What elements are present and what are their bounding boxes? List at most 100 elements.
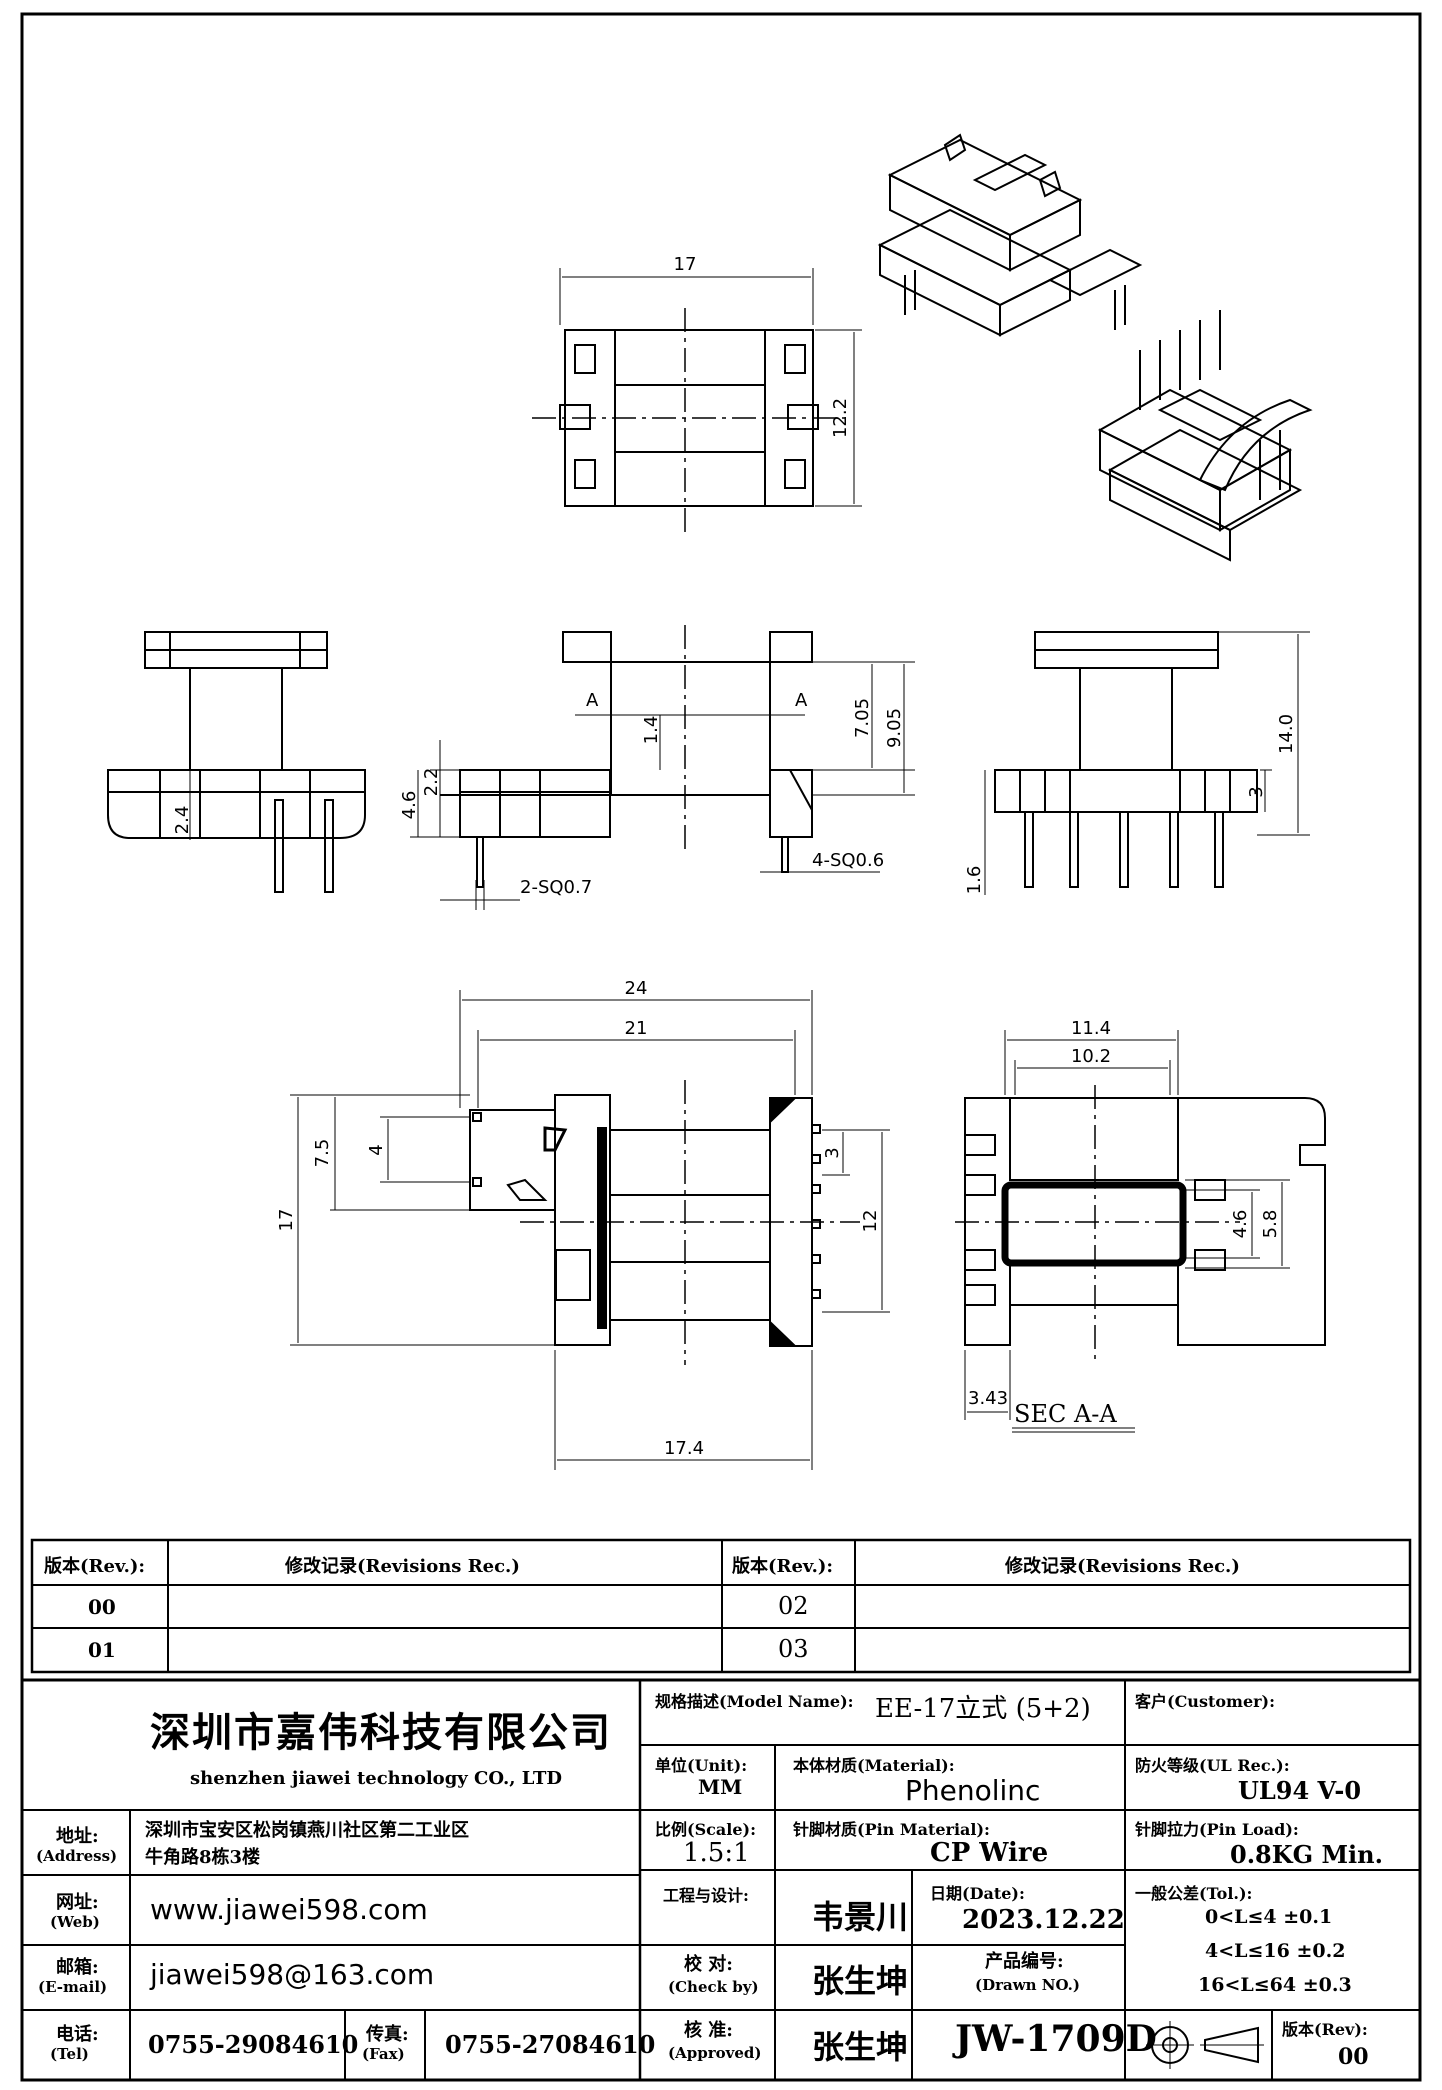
tolerance-line-3: 16<L≤64 ±0.3 — [1198, 1974, 1352, 1996]
rev-row-0-left: 00 — [88, 1595, 116, 1619]
scale-value: 1.5:1 — [683, 1838, 750, 1868]
address-line-1: 深圳市宝安区松岗镇燕川社区第二工业区 — [145, 1820, 469, 1841]
date-value: 2023.12.22 — [962, 1905, 1125, 1935]
tel-label-en: (Tel) — [50, 2045, 89, 2063]
ul-label: 防火等级(UL Rec.): — [1135, 1756, 1290, 1775]
design-label: 工程与设计: — [663, 1886, 749, 1905]
dim-3-43: 3.43 — [968, 1388, 1008, 1409]
fax-label: 传真: — [366, 2024, 409, 2045]
model-name: EE-17立式 (5+2) — [875, 1694, 1091, 1724]
address-label-en: (Address) — [36, 1847, 118, 1865]
rev-row-1-right: 03 — [778, 1635, 809, 1663]
dim-2-2: 2.2 — [421, 768, 442, 797]
email-address[interactable]: jiawei598@163.com — [150, 1958, 435, 1991]
material-value: Phenolinc — [905, 1774, 1041, 1807]
pin-load-value: 0.8KG Min. — [1230, 1840, 1383, 1869]
dim-5-8: 5.8 — [1260, 1210, 1281, 1239]
material-label: 本体材质(Material): — [793, 1756, 955, 1775]
section-a-a-label: SEC A-A — [1014, 1400, 1117, 1428]
front-view-middle — [410, 625, 915, 910]
rev-value: 00 — [1338, 2044, 1369, 2070]
dim-3: 3 — [1246, 786, 1267, 797]
dim-top-width: 17 — [674, 254, 697, 275]
rev-header-right: 版本(Rev.): — [732, 1556, 834, 1577]
dim-1-6: 1.6 — [964, 866, 985, 895]
ul-value: UL94 V-0 — [1238, 1776, 1362, 1805]
rec-header-left: 修改记录(Revisions Rec.) — [285, 1556, 520, 1577]
front-view-right — [984, 631, 1310, 895]
approved-label: 核 准: — [684, 2020, 733, 2041]
rec-header-right: 修改记录(Revisions Rec.) — [1005, 1556, 1240, 1577]
pin-load-label: 针脚拉力(Pin Load): — [1135, 1820, 1299, 1839]
dim-12: 12 — [860, 1210, 881, 1233]
dim-24: 24 — [625, 978, 648, 999]
front-view-left — [107, 631, 366, 893]
web-url[interactable]: www.jiawei598.com — [150, 1893, 428, 1926]
revision-table — [30, 1538, 1412, 1674]
dim-21: 21 — [625, 1018, 648, 1039]
unit-label: 单位(Unit): — [655, 1756, 748, 1775]
rev-header-left: 版本(Rev.): — [44, 1556, 146, 1577]
rev-label: 版本(Rev): — [1282, 2020, 1368, 2039]
dim-17-vertical: 17 — [276, 1209, 297, 1232]
dim-4-6-sec: 4.6 — [1230, 1210, 1251, 1239]
section-mark-left: A — [586, 690, 599, 711]
tel-number: 0755-29084610 — [148, 2030, 359, 2059]
dim-pin-left: 2.4 — [172, 806, 193, 835]
company-name-cn: 深圳市嘉伟科技有限公司 — [150, 1709, 612, 1756]
pin-material-label: 针脚材质(Pin Material): — [793, 1820, 990, 1839]
address-line-2: 牛角路8栋3楼 — [145, 1847, 261, 1868]
email-label: 邮箱: — [56, 1957, 99, 1978]
pin-material-value: CP Wire — [930, 1838, 1049, 1868]
rev-row-1-left: 01 — [88, 1638, 116, 1662]
tel-label: 电话: — [56, 2024, 99, 2045]
unit-value: MM — [698, 1775, 743, 1799]
note-4-sq06: 4-SQ0.6 — [812, 850, 884, 871]
company-name-en: shenzhen jiawei technology CO., LTD — [190, 1768, 562, 1789]
dim-11-4: 11.4 — [1071, 1018, 1111, 1039]
tolerance-line-2: 4<L≤16 ±0.2 — [1205, 1940, 1346, 1962]
approver-name: 张生坤 — [812, 2028, 909, 2066]
isometric-view-lower — [1097, 310, 1313, 562]
web-label-en: (Web) — [50, 1913, 100, 1931]
dim-4-vertical: 4 — [366, 1144, 387, 1155]
dim-9-05: 9.05 — [884, 708, 905, 748]
tolerance-label: 一般公差(Tol.): — [1135, 1884, 1253, 1903]
top-view — [532, 268, 862, 538]
drawn-no-label-en: (Drawn NO.) — [975, 1976, 1080, 1994]
dim-7-5: 7.5 — [312, 1139, 333, 1168]
drawn-no-label: 产品编号: — [985, 1951, 1064, 1972]
customer-label: 客户(Customer): — [1135, 1692, 1276, 1711]
rev-row-0-right: 02 — [778, 1592, 809, 1620]
designer-name: 韦景川 — [812, 1898, 909, 1936]
isometric-view-upper — [877, 133, 1143, 337]
model-label: 规格描述(Model Name): — [655, 1692, 854, 1711]
dim-14-0: 14.0 — [1276, 714, 1297, 754]
checker-name: 张生坤 — [812, 1962, 909, 2000]
check-label-en: (Check by) — [668, 1978, 759, 1996]
date-label: 日期(Date): — [930, 1884, 1025, 1903]
check-label: 校 对: — [684, 1954, 733, 1975]
scale-label: 比例(Scale): — [655, 1820, 756, 1839]
address-label: 地址: — [56, 1826, 99, 1847]
approved-label-en: (Approved) — [668, 2044, 762, 2062]
web-label: 网址: — [56, 1892, 99, 1913]
dim-10-2: 10.2 — [1071, 1046, 1111, 1067]
fax-label-en: (Fax) — [362, 2045, 405, 2063]
section-a-a-view — [955, 1030, 1326, 1433]
title-block-grid — [20, 1678, 1422, 2082]
dim-3-vertical: 3 — [822, 1147, 843, 1158]
dim-top-height: 12.2 — [830, 398, 851, 438]
email-label-en: (E-mail) — [38, 1978, 108, 1996]
dim-4-6: 4.6 — [399, 791, 420, 820]
drawing-number: JW-1709D — [955, 2018, 1157, 2060]
dim-17-4: 17.4 — [664, 1438, 704, 1459]
section-mark-right: A — [795, 690, 808, 711]
tolerance-line-1: 0<L≤4 ±0.1 — [1205, 1906, 1333, 1928]
dim-7-05: 7.05 — [852, 698, 873, 738]
dim-1-4: 1.4 — [641, 716, 662, 745]
note-2-sq07: 2-SQ0.7 — [520, 877, 592, 898]
fax-number: 0755-27084610 — [445, 2030, 656, 2059]
bottom-view — [290, 990, 890, 1470]
